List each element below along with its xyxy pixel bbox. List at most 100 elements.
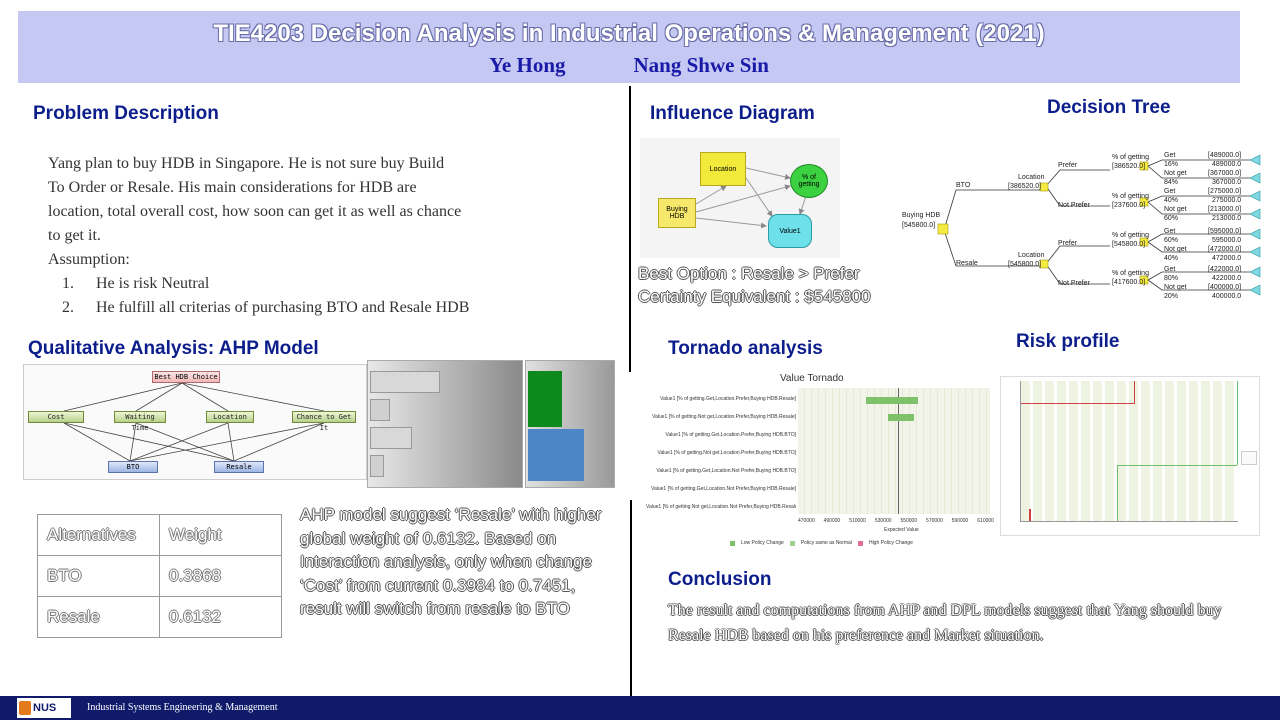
dt-root-label: Buying HDB (902, 212, 941, 219)
dt-leaf-value: [275000.0] (1208, 188, 1242, 195)
ahp-criteria-bar (370, 399, 390, 421)
tornado-legend: Low Policy Change Policy same as Normal … (730, 540, 913, 546)
problem-line: location, total overall cost, how soon c… (48, 203, 462, 220)
dt-chance-value: [417600.0] (1112, 279, 1146, 286)
problem-line: Yang plan to buy HDB in Singapore. He is… (48, 155, 445, 172)
dt-leaf-label: Not get (1164, 284, 1187, 291)
tornado-row-label: Value1 [% of getting.Not get,Location.No… (646, 504, 796, 510)
dt-leaf-value: 422000.0 (1212, 275, 1242, 282)
table-row: BTO 0.3868 (37, 555, 282, 597)
tornado-tick: 510000 (849, 518, 866, 524)
dt-sub-label: Not Prefer (1058, 280, 1090, 287)
risk-x-axis (1020, 521, 1238, 522)
dt-leaf-value: 595000.0 (1212, 237, 1242, 244)
tornado-plot-area (798, 388, 990, 514)
ahp-criterion-node: Location (206, 411, 254, 423)
table-cell: Resale (37, 596, 160, 638)
conclusion-text: The result and computations from AHP and… (668, 602, 1222, 644)
buying-hdb-node: Buying HDB (658, 198, 696, 228)
dt-leaf-value: [489000.0] (1208, 152, 1242, 159)
dt-leaf-label: 16% (1164, 161, 1179, 168)
dt-leaf-label: 40% (1164, 197, 1179, 204)
dt-leaf-value: 489000.0 (1212, 161, 1242, 168)
dt-sub-label: Prefer (1058, 240, 1078, 247)
dt-leaf-label: Get (1164, 266, 1176, 273)
dt-leaf-label: Get (1164, 152, 1176, 159)
risk-profile-title: Risk profile (1016, 331, 1120, 352)
tornado-chart: Value Tornado Value1 [% of getting.Get,L… (640, 372, 994, 554)
dt-leaf-value: 275000.0 (1212, 197, 1242, 204)
dt-branch-label: BTO (956, 182, 971, 189)
tornado-row-label: Value1 [% of getting.Not get,Location.Pr… (657, 450, 796, 456)
dt-leaf-label: 80% (1164, 275, 1179, 282)
risk-curve-resale-step (1117, 465, 1118, 521)
decision-tree-lines (937, 154, 1261, 296)
ahp-criteria-bar (370, 371, 440, 393)
dt-leaf-value: [472000.0] (1208, 246, 1242, 253)
legend-same: Policy same as Normal (800, 540, 852, 546)
table-row: Resale 0.6132 (37, 596, 282, 638)
tornado-baseline (898, 388, 899, 514)
risk-legend (1241, 451, 1257, 465)
ahp-weights-table: Alternatives Weight BTO 0.3868 Resale 0.… (37, 514, 282, 638)
legend-swatch-high (857, 540, 863, 546)
certainty-equivalent-line: Certainty Equivalent : $545800 (638, 287, 871, 306)
ahp-criterion-node: Cost (28, 411, 84, 423)
influence-diagram-title: Influence Diagram (650, 103, 815, 124)
dt-leaf-label: 60% (1164, 237, 1179, 244)
dt-leaf-value: [400000.0] (1208, 284, 1242, 291)
ahp-criterion-node: Waiting Time (114, 411, 166, 432)
dt-leaf-value: 472000.0 (1212, 255, 1242, 262)
dt-branch-node: Location (1018, 174, 1045, 181)
resale-weight-bar (528, 429, 584, 481)
column-divider (629, 86, 631, 372)
bto-weight-bar (528, 371, 562, 427)
ahp-criteria-chart (367, 360, 523, 488)
value-node: Value1 (768, 214, 812, 248)
dt-chance-label: % of getting (1112, 193, 1149, 200)
dt-leaf-label: 60% (1164, 215, 1179, 222)
legend-low: Low Policy Change (741, 540, 784, 546)
dt-sub-label: Not Prefer (1058, 202, 1090, 209)
column-divider-lower (630, 500, 632, 696)
assumption-label: Assumption: (48, 251, 130, 268)
ahp-root-node: Best HDB Choice (152, 371, 220, 383)
dt-leaf-value: [595000.0] (1208, 228, 1242, 235)
influence-arrows (695, 167, 807, 229)
ahp-criteria-bar (370, 455, 384, 477)
dt-leaf-value: [422000.0] (1208, 266, 1242, 273)
tornado-bar (866, 397, 918, 404)
decision-tree-title: Decision Tree (1047, 97, 1171, 118)
dt-leaf-label: 40% (1164, 255, 1179, 262)
ahp-connectors (63, 382, 325, 462)
legend-high: High Policy Change (868, 540, 913, 546)
dt-chance-label: % of getting (1112, 232, 1149, 239)
tornado-tick: 490000 (823, 518, 841, 524)
dt-leaf-label: Not get (1164, 206, 1187, 213)
dt-leaf-label: 20% (1164, 293, 1179, 300)
tornado-bar (888, 414, 914, 421)
dt-chance-value: [237600.0] (1112, 202, 1146, 209)
dt-leaf-value: 367000.0 (1212, 179, 1242, 186)
dt-sub-label: Prefer (1058, 162, 1078, 169)
ahp-summary-text: AHP model suggest ‘Resale’ with higher g… (300, 505, 602, 618)
legend-swatch-same (789, 540, 795, 546)
tornado-tick: 470000 (798, 518, 815, 524)
dt-leaf-label: Get (1164, 228, 1176, 235)
nus-logo: NUS (17, 698, 71, 718)
table-header-cell: Alternatives (37, 514, 160, 556)
dt-leaf-value: [213000.0] (1208, 206, 1242, 213)
ahp-hierarchy-diagram: Best HDB Choice Cost Waiting Time Locati… (23, 364, 367, 480)
ahp-title: Qualitative Analysis: AHP Model (28, 338, 319, 359)
risk-curve-resale (1117, 465, 1237, 466)
dt-branch-node: Location (1018, 252, 1045, 259)
tornado-x-ticks: 470000 490000 510000 530000 550000 57000… (798, 518, 994, 524)
poster-header: TIE4203 Decision Analysis in Industrial … (18, 11, 1240, 83)
best-option-text: Best Option : Resale > Prefer Certainty … (638, 262, 898, 308)
tornado-chart-title: Value Tornado (780, 373, 844, 384)
ahp-alternatives-chart (525, 360, 615, 488)
table-cell: BTO (37, 555, 160, 597)
conclusion-title: Conclusion (668, 569, 772, 590)
table-cell: 0.3868 (159, 555, 282, 597)
tornado-tick: 570000 (926, 518, 943, 524)
